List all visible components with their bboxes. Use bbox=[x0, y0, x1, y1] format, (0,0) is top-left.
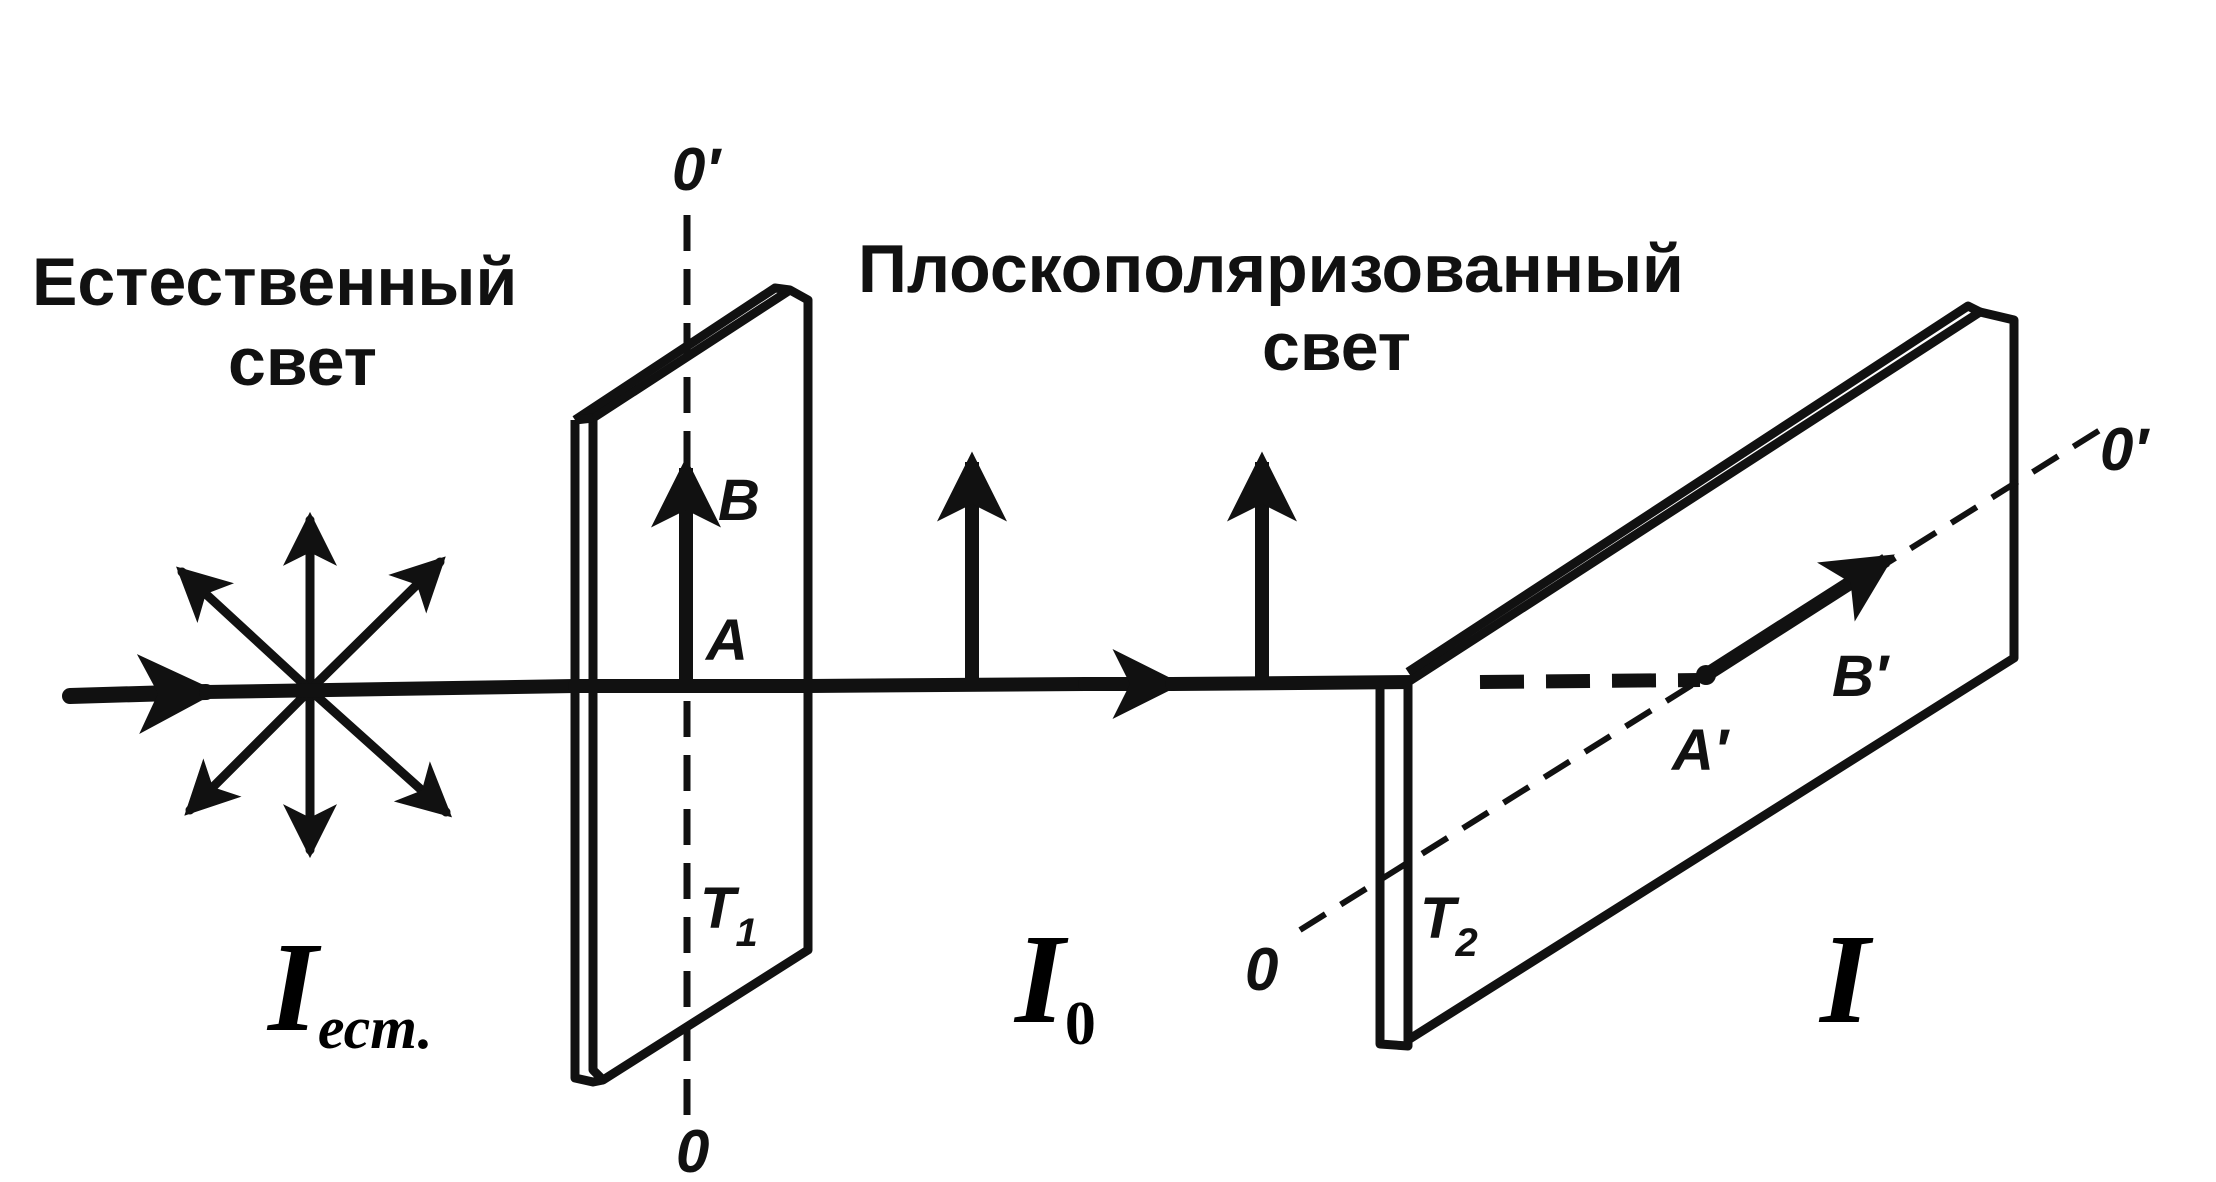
analyzer-t2-top-edge bbox=[1405, 301, 1983, 676]
point-label-a-prime: A′ bbox=[1670, 718, 1730, 783]
analyzer-t2-thickness bbox=[1375, 682, 1413, 1051]
ray-segment-after-polarizer bbox=[801, 677, 1092, 693]
intensity-natural: Iест. bbox=[266, 916, 433, 1061]
polarized-light-caption-line1: Плоскополяризованный bbox=[858, 231, 1684, 307]
ray-dashed-over-analyzer bbox=[1479, 673, 1701, 689]
point-label-a: A bbox=[704, 608, 748, 673]
star-arrow-lower-right bbox=[305, 685, 453, 818]
star-arrow-upper-left bbox=[176, 566, 315, 695]
axis-label-o-left: 0 bbox=[1245, 936, 1278, 1003]
point-label-t2: T2 bbox=[1420, 886, 1478, 965]
axis-label-o-prime-right: 0′ bbox=[2100, 416, 2150, 483]
point-label-t1: T1 bbox=[700, 876, 758, 955]
point-label-t2-letter: T bbox=[1420, 886, 1460, 951]
axis-oo-prime-t2 bbox=[1298, 427, 2102, 933]
polarizer-t1-thickness bbox=[570, 420, 604, 1087]
natural-light-caption-line1: Естественный bbox=[32, 244, 517, 320]
polarizer-t1-edge bbox=[572, 283, 791, 424]
point-label-t2-subscript: 2 bbox=[1454, 921, 1477, 965]
natural-light-caption-line2: свет bbox=[228, 324, 377, 400]
ray-entry-arrow bbox=[62, 654, 218, 734]
star-arrow-lower-left bbox=[184, 685, 315, 816]
polarizer-t1-thickness-top bbox=[574, 413, 594, 425]
ray-segment-star-to-polarizer bbox=[199, 679, 582, 699]
polarized-light-caption-line2: свет bbox=[1262, 309, 1411, 385]
polarized-oscillation-arrows bbox=[937, 451, 1297, 684]
point-label-b-prime: B′ bbox=[1832, 644, 1890, 709]
transmission-arrow-a-prime-b-prime bbox=[1702, 554, 1895, 681]
star-arrow-upper-right bbox=[305, 556, 446, 695]
intensity-natural-subscript: ест. bbox=[318, 995, 433, 1061]
natural-light-star bbox=[176, 511, 453, 859]
intensity-after-analyzer: I bbox=[1818, 908, 1874, 1050]
point-label-t1-letter: T bbox=[700, 876, 740, 941]
intensity-after-polarizer-letter: I bbox=[1013, 908, 1069, 1050]
intensity-natural-letter: I bbox=[266, 916, 322, 1058]
intensity-after-polarizer: I0 bbox=[1013, 908, 1096, 1058]
point-label-t1-subscript: 1 bbox=[735, 911, 757, 955]
axis-label-o-prime-top: 0′ bbox=[672, 136, 722, 203]
axis-label-o-bottom: 0 bbox=[676, 1118, 709, 1182]
intensity-after-polarizer-subscript: 0 bbox=[1065, 990, 1096, 1058]
point-a-prime-dot bbox=[1696, 665, 1716, 685]
point-label-b: B bbox=[718, 468, 760, 533]
